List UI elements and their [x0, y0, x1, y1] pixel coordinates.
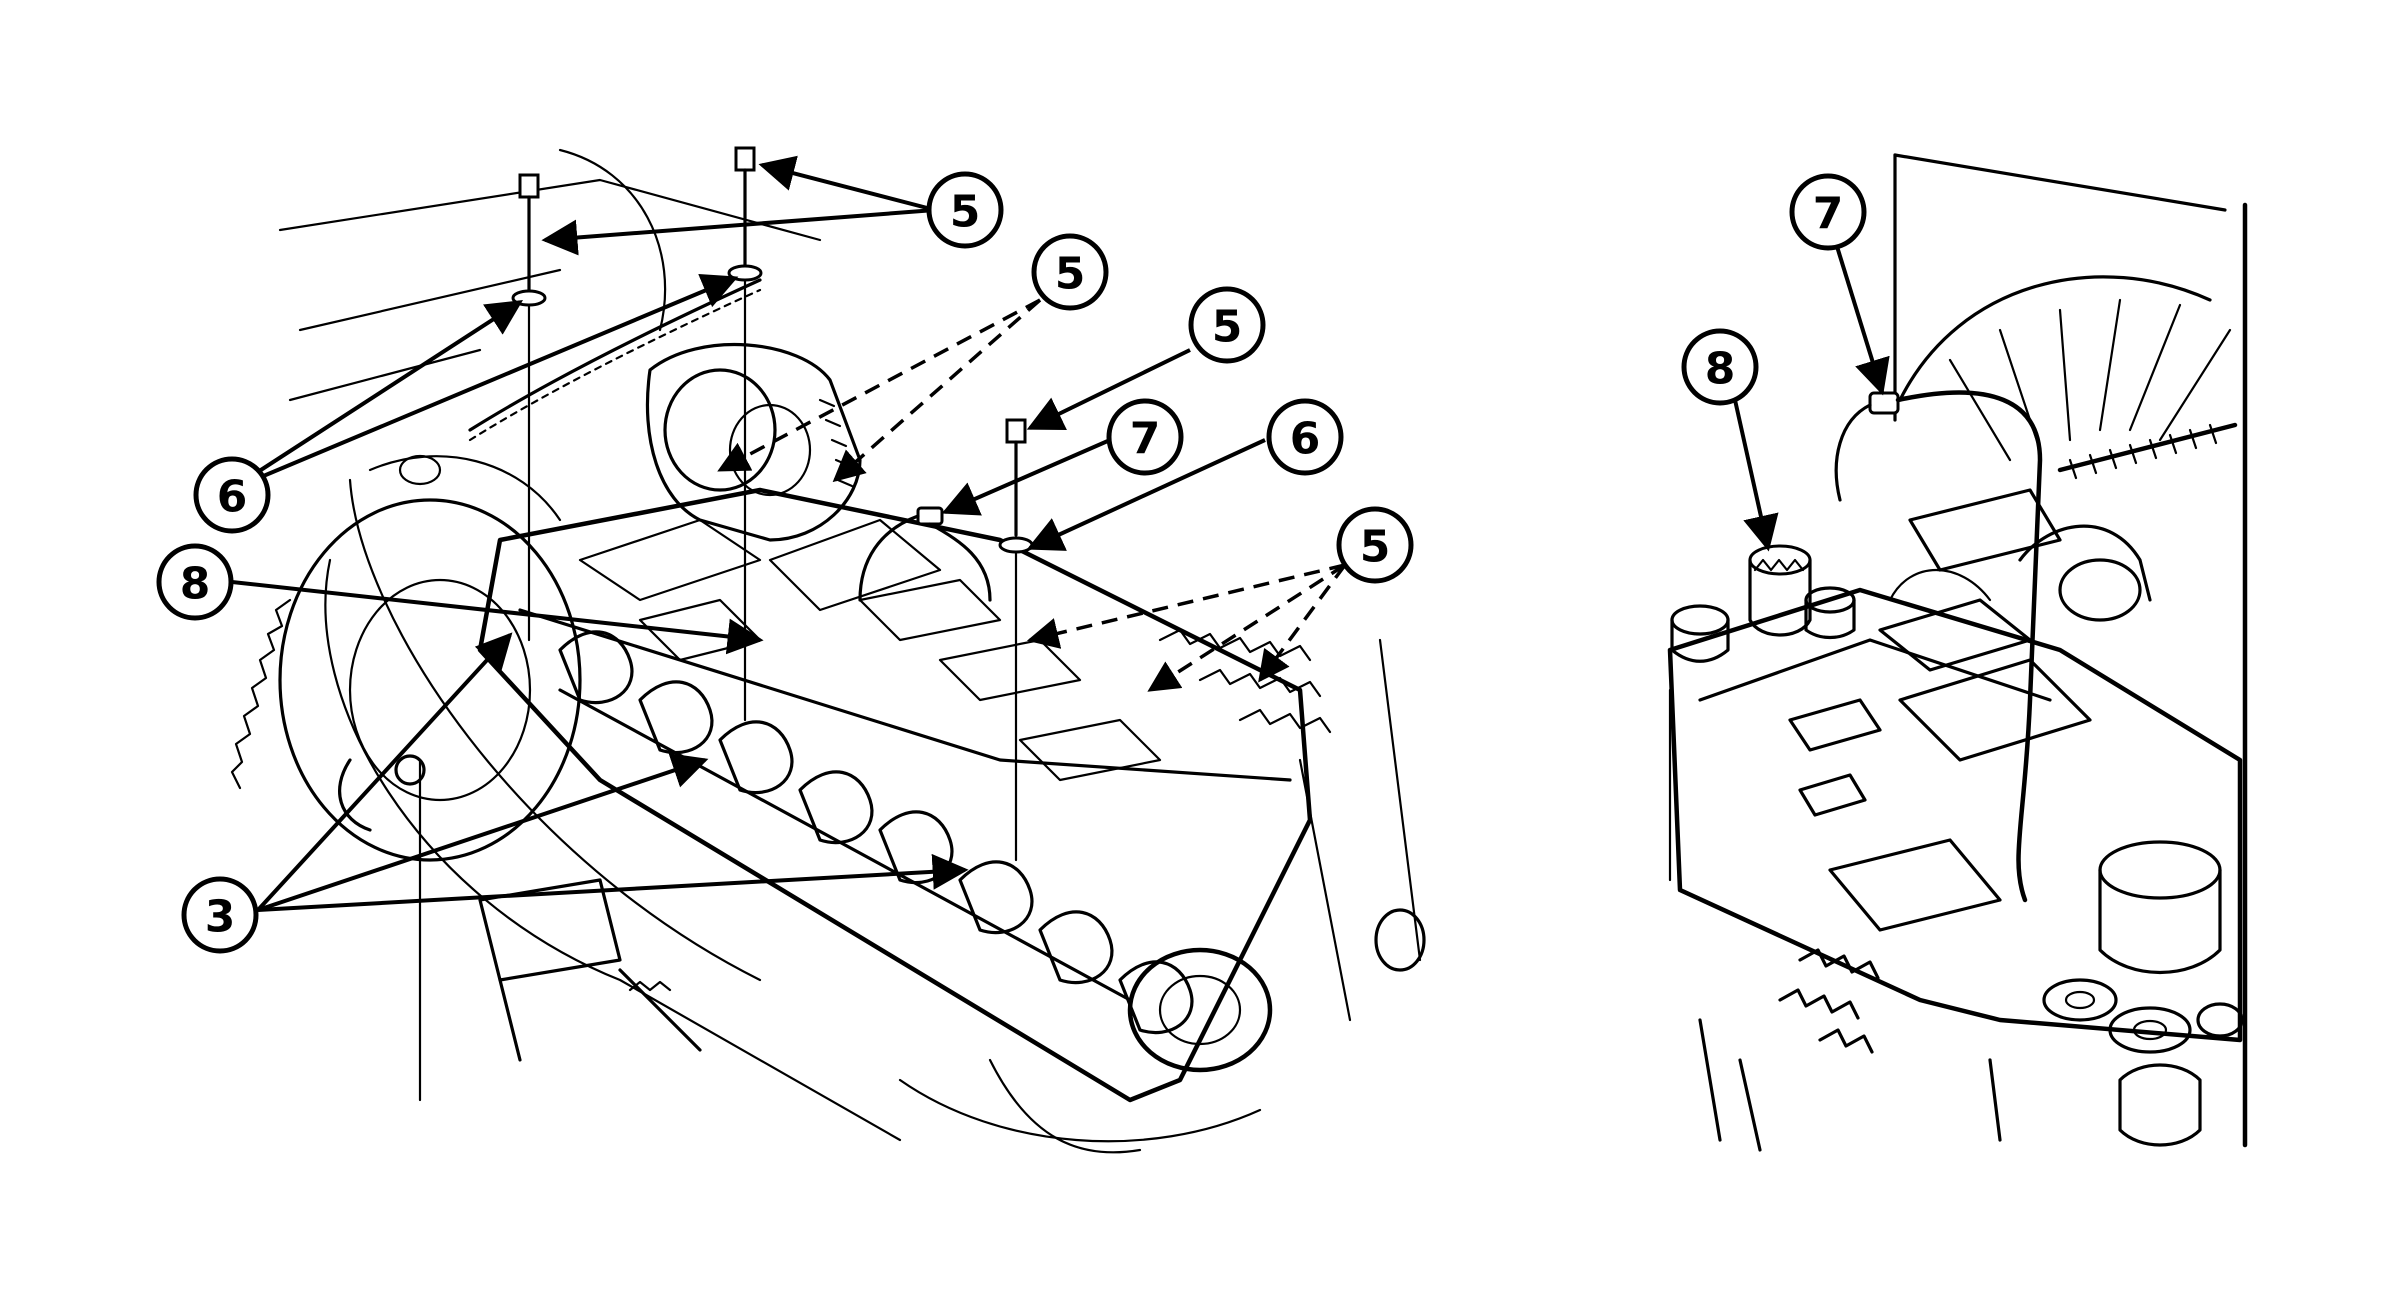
callout-label: 5	[1212, 302, 1243, 353]
callout-8-left: 8	[156, 543, 234, 621]
callout-label: 8	[180, 559, 211, 610]
valve-springs	[1158, 628, 1332, 734]
right-detail-view: 7 8	[1667, 153, 2248, 1152]
callout-label: 6	[1290, 414, 1321, 465]
callout-7-right: 7	[1789, 173, 1867, 251]
bolt-2	[727, 146, 763, 722]
callout-5-dashed-lower: 5	[1336, 506, 1414, 584]
camshaft	[558, 630, 1194, 1035]
lower-valve-springs	[1698, 840, 2244, 1152]
callout-5-dashed-upper: 5	[1031, 233, 1109, 311]
threaded-rod	[2057, 422, 2238, 473]
leader-lines-left	[228, 155, 1347, 912]
callout-3: 3	[181, 876, 259, 954]
leader-8-right	[1733, 399, 1779, 552]
background-housing	[278, 148, 1422, 1154]
bolt-1	[511, 173, 547, 642]
fan-pulley	[1898, 275, 2232, 462]
callout-8-right: 8	[1681, 328, 1759, 406]
callout-label: 5	[1360, 522, 1391, 573]
alternator	[645, 343, 862, 542]
rocker-housing-detail	[1667, 488, 2243, 1043]
callout-label: 3	[205, 892, 236, 943]
callout-label: 6	[217, 472, 248, 523]
sensor-wire	[858, 506, 992, 602]
front-cover	[1127, 908, 1426, 1073]
callout-label: 8	[1705, 344, 1736, 395]
callout-6-right: 6	[1266, 398, 1344, 476]
sensor-wire-detail	[1834, 390, 2043, 903]
callout-label: 5	[1055, 249, 1086, 300]
callout-label: 7	[1130, 414, 1161, 465]
bolt-3	[998, 418, 1034, 862]
callout-label: 7	[1813, 189, 1844, 240]
callout-6-left: 6	[193, 456, 271, 534]
callout-5-top: 5	[926, 171, 1004, 249]
callout-label: 5	[950, 187, 981, 238]
callout-5-single-bolt: 5	[1188, 286, 1266, 364]
timing-gear	[230, 454, 582, 862]
valve-cap-assembly	[1670, 544, 1856, 663]
left-engine-view: 5 5 5 5 6 6 7 8	[156, 146, 1426, 1154]
lower-fittings	[338, 754, 702, 1062]
wire-harness	[468, 278, 762, 432]
callout-7-left: 7	[1106, 398, 1184, 476]
leader-7-right	[1833, 239, 1890, 396]
